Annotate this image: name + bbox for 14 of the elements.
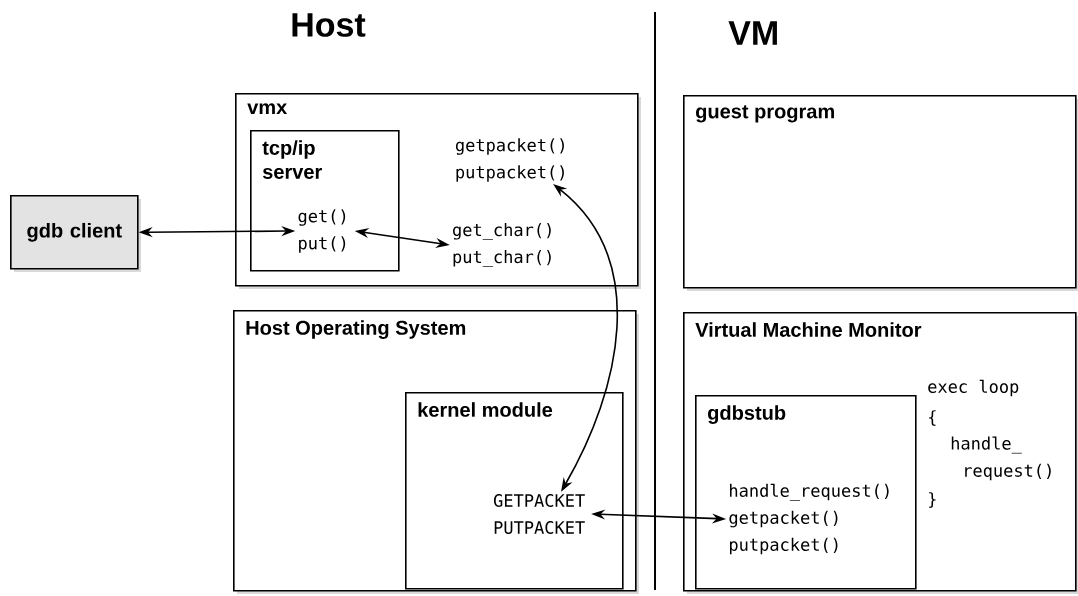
function-names: get() put() — [298, 209, 346, 253]
function-names: getpacket() putpacket() — [455, 138, 564, 182]
code-line: exec loop — [928, 379, 1019, 397]
code-line: handle_ — [951, 436, 1022, 454]
component-box: guest program — [683, 95, 1078, 291]
function-names: get_char() put_char() — [453, 223, 551, 267]
function-names: GETPACKET PUTPACKET — [493, 494, 585, 534]
code-line: { — [929, 410, 936, 426]
function-names: handle_request() getpacket() putpacket() — [729, 483, 889, 555]
code-line: } — [929, 492, 936, 508]
section-heading: VM — [728, 21, 777, 45]
code-line: request() — [965, 463, 1051, 481]
section-heading: Host — [292, 13, 366, 37]
client-box: gdb client — [10, 195, 141, 272]
